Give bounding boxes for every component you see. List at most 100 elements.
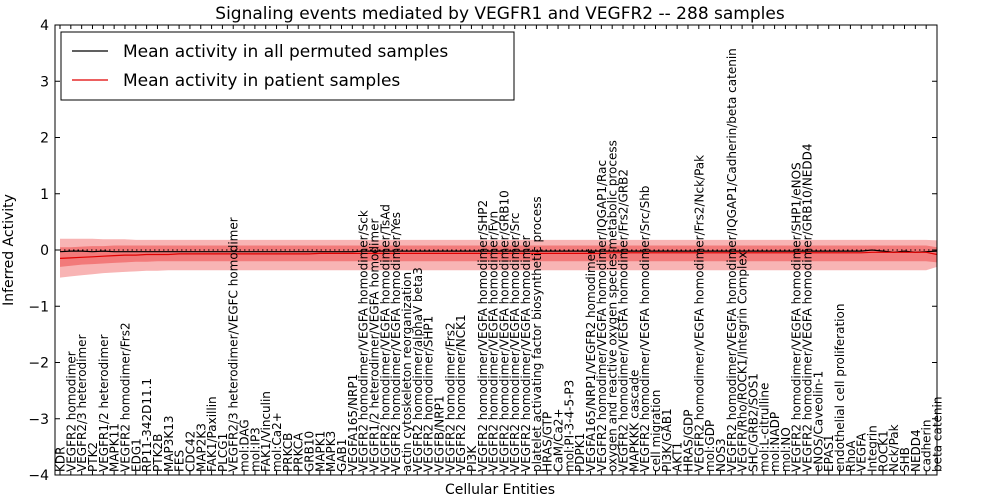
x-tick-label: VEGFR1/2 heterodimer/VEGFA homodimer — [368, 219, 382, 472]
x-tick-label: mol:GDP — [703, 420, 717, 472]
legend-entry: Mean activity in patient samples — [123, 71, 400, 91]
x-tick-label: oxygen and reactive oxygen species metab… — [606, 140, 620, 472]
x-tick-label: VEGFR2/3 heterodimer — [75, 334, 89, 472]
x-tick-label: VEGFB/NRP1 — [433, 396, 447, 472]
x-tick-label: FES — [173, 450, 187, 472]
x-tick-label: VEGFR/Rho/ROCK1/Integrin Complex — [736, 251, 750, 472]
y-tick-label: 3 — [40, 74, 49, 90]
x-tick-label: MAPKKK cascade — [627, 370, 641, 472]
x-tick-label: MAPK3 — [324, 431, 338, 472]
x-tick-label: VEGFR2 homodimer/VEGFA homodimer/Fyn — [487, 211, 501, 472]
x-tick-label: RhoA — [844, 440, 858, 472]
x-tick-label: VEGFR2 homodimer/VEGFA homodimer — [519, 235, 533, 472]
x-tick-label: SHC/GRB2/SOS1 — [746, 373, 760, 472]
x-tick-label: MAPK1 — [313, 431, 327, 472]
y-tick-label: 4 — [40, 18, 49, 34]
x-tick-label: VEGFA165/NRP1/VEGFR2 homodimer — [584, 249, 598, 472]
x-tick-label: SHB — [898, 447, 912, 472]
x-tick-label: endothelial cell proliferation — [833, 304, 847, 472]
x-tick-label: RP11-342D11.1 — [140, 378, 154, 472]
x-tick-label: Integrin — [866, 425, 880, 472]
x-tick-label: PRKCA — [292, 432, 306, 472]
x-tick-label: VEGFR2 homodimer/VEGFA homodimer/GRB10 — [497, 190, 511, 472]
y-tick-label: −1 — [28, 299, 49, 315]
x-tick-label: VEGFR2 homodimer/VEGFA homodimer/SHP1/eN… — [790, 162, 804, 472]
y-tick-label: 1 — [40, 187, 49, 203]
x-tick-label: cell migration — [649, 390, 663, 472]
x-tick-label: ROCK1 — [876, 430, 890, 472]
legend-entry: Mean activity in all permuted samples — [123, 42, 448, 62]
x-tick-label: PTK2 — [86, 442, 100, 472]
x-tick-label: beta catenin — [931, 397, 945, 472]
x-tick-label: VEGFR2 homodimer/Frs2 — [443, 322, 457, 472]
x-tick-label: VEGFR2 homodimer/VEGFA homodimer/Sck — [357, 210, 371, 472]
y-tick-label: −2 — [28, 356, 49, 372]
x-tick-label: VEGFR2 homodimer/alphaV beta3 — [411, 267, 425, 472]
x-tick-label: mol:L-citrulline — [757, 383, 771, 472]
x-tick-label: CaM/Ca2+ — [552, 408, 566, 472]
x-tick-label: mol:PI-3-4-5-P3 — [562, 380, 576, 472]
x-tick-label: platelet activating factor biosynthetic … — [530, 196, 544, 472]
x-tick-label: mol:IP3 — [248, 427, 262, 472]
x-tick-label: VEGFR2 homodimer/VEGFA homodimer/IQGAP1/… — [595, 160, 609, 472]
x-tick-label: MAP3K13 — [162, 415, 176, 472]
x-tick-label: VEGFR2 homodimer/VEGFA homodimer/SHP2 — [476, 200, 490, 472]
x-tick-label: KDR — [54, 447, 68, 472]
x-tick-label: VEGFR2/3 heterodimer/VEGFC homodimer — [227, 217, 241, 472]
x-tick-label: mol:Ca2+ — [270, 412, 284, 472]
y-tick-label: −3 — [28, 412, 49, 428]
x-tick-label: VEGFR2 homodimer/VEGFA homodimer/Src/Shb — [638, 186, 652, 472]
y-tick-label: 0 — [40, 243, 49, 259]
x-tick-label: EDG1 — [129, 438, 143, 472]
x-tick-label: VEGFA165/NRP1 — [346, 374, 360, 472]
x-tick-label: cadherin — [920, 420, 934, 472]
x-tick-label: CDC42 — [183, 431, 197, 472]
x-tick-label: VEGFR2 homodimer/Frs2 — [119, 322, 133, 472]
x-tick-label: EPAS1 — [822, 434, 836, 472]
x-tick-label: Nck/Pak — [887, 424, 901, 472]
x-tick-label: MAPK11 — [108, 423, 122, 472]
x-tick-label: PRKCB — [281, 433, 295, 472]
y-axis-label: Inferred Activity — [1, 194, 17, 306]
x-tick-label: VEGFR2 homodimer/SHP1 — [422, 316, 436, 472]
x-tick-label: VEGFR2 homodimer/VEGFA homodimer/Frs2/GR… — [617, 169, 631, 472]
x-tick-label: HRAS/GDP — [682, 409, 696, 472]
x-tick-label: PI3K — [465, 445, 479, 472]
x-tick-label: PTK2B — [151, 434, 165, 472]
x-tick-label: FAK1/Paxillin — [205, 396, 219, 472]
x-tick-label: VEGFA — [855, 432, 869, 472]
series-line-permuted — [59, 249, 938, 253]
x-tick-label: PDPK1 — [573, 433, 587, 472]
x-tick-label: VEGFR2 homodimer/NCK1 — [454, 314, 468, 472]
chart-title: Signaling events mediated by VEGFR1 and … — [215, 4, 785, 24]
x-tick-label: GAB1 — [335, 439, 349, 472]
x-tick-label: VEGFR2 homodimer/VEGFA homodimer/TsAd — [378, 204, 392, 472]
x-tick-label: HRAS/GTP — [541, 412, 555, 472]
x-tick-label: VEGFR2 homodimer/VEGFA homodimer/Yes — [389, 212, 403, 472]
x-tick-label: GRB10 — [303, 431, 317, 472]
x-tick-label: mol:DAG — [238, 419, 252, 472]
x-tick-label: NEDD4 — [909, 429, 923, 472]
x-tick-label: VEGFR2 homodimer/VEGFA homodimer/GRB10/N… — [801, 143, 815, 472]
x-tick-label: mol:NADP — [768, 412, 782, 472]
y-tick-label: −4 — [28, 468, 49, 484]
x-tick-label: VEGFR1/2 heterodimer — [97, 334, 111, 472]
x-tick-label: PI3K/GAB1 — [660, 408, 674, 472]
legend-box — [60, 31, 515, 101]
x-tick-label: NOS3 — [714, 438, 728, 472]
x-tick-label: eNOS/Caveolin-1 — [811, 371, 825, 472]
x-tick-label: VEGFR2 homodimer/VEGFA homodimer/Src — [508, 212, 522, 472]
x-tick-label: MAP2K3 — [194, 423, 208, 472]
x-tick-label: VEGFR2 homodimer/VEGFA homodimer/Frs2/Nc… — [692, 155, 706, 472]
x-tick-label: VEGFR2 homodimer — [64, 351, 78, 472]
x-tick-label: PLCG1 — [216, 433, 230, 472]
x-tick-label: AKT1 — [671, 442, 685, 472]
y-tick-label: 2 — [40, 131, 49, 147]
x-axis-label: Cellular Entities — [445, 482, 555, 498]
x-tick-label: actin cytoskeleton reorganization — [400, 272, 414, 472]
x-tick-label: FAK1/Vinculin — [259, 391, 273, 472]
series-line-patient — [59, 251, 938, 259]
x-tick-label: VEGFR2 homodimer/VEGFA homodimer/IQGAP1/… — [725, 48, 739, 472]
x-tick-label: mol:NO — [779, 427, 793, 472]
